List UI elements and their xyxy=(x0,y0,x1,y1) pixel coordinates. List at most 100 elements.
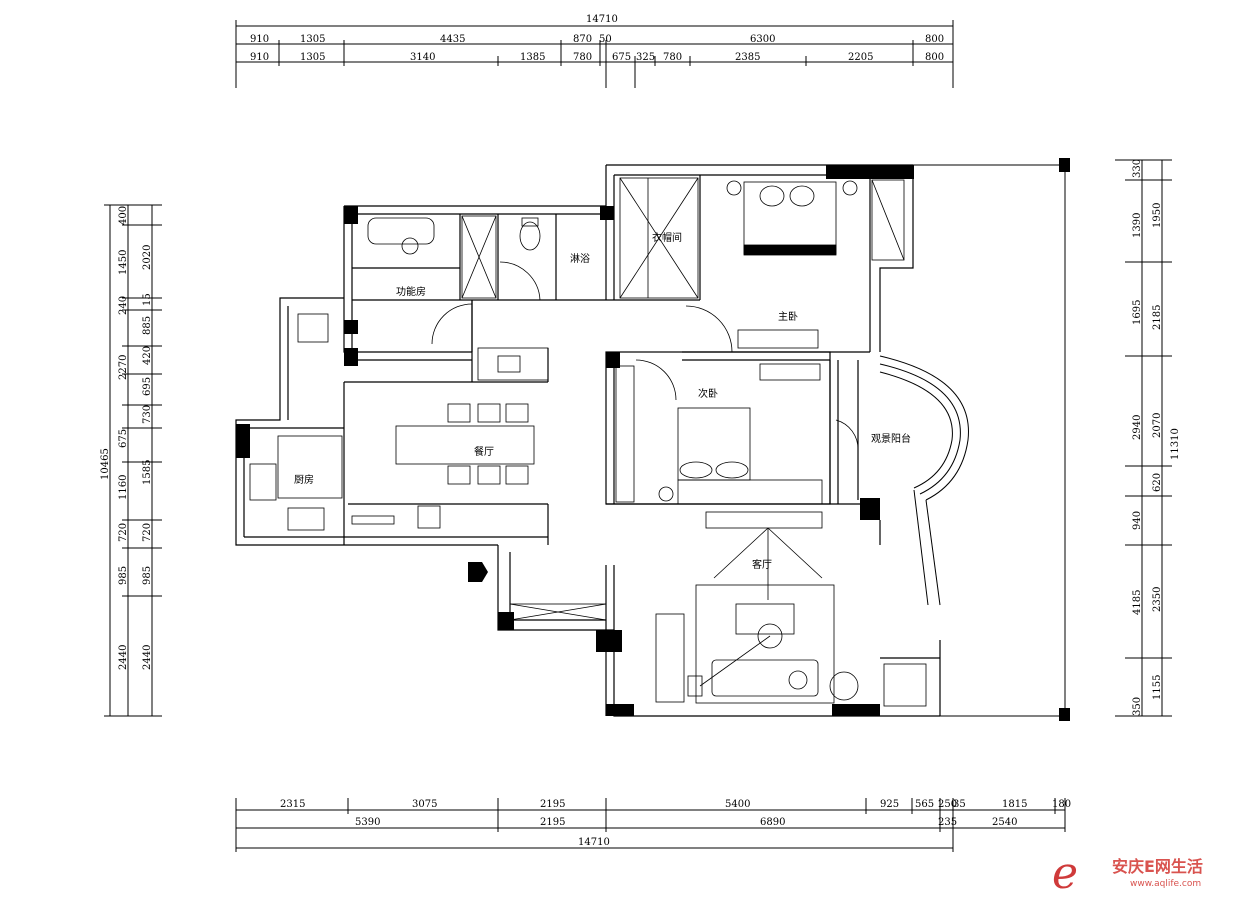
dim-label: 1950 xyxy=(1152,203,1163,228)
dim-label: 910 xyxy=(250,52,269,63)
dim-label: 1815 xyxy=(1002,799,1027,810)
dim-label: 2440 xyxy=(118,645,129,670)
dim-label: 5390 xyxy=(355,817,380,828)
dim-label: 15 xyxy=(142,293,153,306)
left-inner-labels: 2020 15 885 420 695 730 1585 720 985 244… xyxy=(142,245,153,670)
dim-label: 2070 xyxy=(1152,413,1163,438)
dim-label: 720 xyxy=(142,523,153,542)
dim-label: 1390 xyxy=(1132,213,1143,238)
dim-label: 2315 xyxy=(280,799,305,810)
dim-label: 2385 xyxy=(735,52,760,63)
site-boundary xyxy=(913,164,1066,717)
bottom-row2-labels: 5390 2195 6890 235 2540 xyxy=(355,817,1017,828)
dim-label: 2185 xyxy=(1152,305,1163,330)
dim-label: 985 xyxy=(118,566,129,585)
bottom-dimension-lines xyxy=(235,798,1066,852)
dim-label: 2440 xyxy=(142,645,153,670)
room-label-second-bedroom: 次卧 xyxy=(698,387,718,400)
dim-label: 2940 xyxy=(1132,415,1143,440)
dim-label: 695 xyxy=(142,377,153,396)
dim-label: 940 xyxy=(1132,511,1143,530)
top-total-dim: 14710 xyxy=(586,14,618,25)
dim-label: 2205 xyxy=(848,52,873,63)
watermark-url: www.aqlife.com xyxy=(1130,879,1201,889)
dim-label: 870 xyxy=(573,34,592,45)
room-label-function-room: 功能房 xyxy=(396,285,426,298)
dim-label: 885 xyxy=(142,316,153,335)
room-labels: 功能房 淋浴 衣帽间 主卧 次卧 餐厅 厨房 客厅 观景阳台 xyxy=(294,231,911,571)
right-outer-labels: 330 1390 1695 2940 940 4185 350 xyxy=(1132,159,1143,716)
dim-label: 925 xyxy=(880,799,899,810)
dim-label: 1155 xyxy=(1152,675,1163,700)
bottom-total-dim: 14710 xyxy=(578,837,610,848)
room-label-living: 客厅 xyxy=(752,558,772,571)
right-total-dim: 11310 xyxy=(1170,428,1181,460)
room-label-kitchen: 厨房 xyxy=(294,473,314,486)
top-row2-labels: 910 1305 3140 1385 780 675 325 780 2385 … xyxy=(250,52,944,63)
dim-label: 6890 xyxy=(760,817,785,828)
structural-columns xyxy=(236,165,914,716)
dim-label: 35 xyxy=(953,799,966,810)
room-label-balcony: 观景阳台 xyxy=(871,432,911,445)
dim-label: 910 xyxy=(250,34,269,45)
watermark-e-logo: e xyxy=(1052,848,1078,899)
column xyxy=(1059,158,1070,172)
dim-label: 50 xyxy=(599,34,612,45)
dim-label: 1160 xyxy=(118,475,129,500)
dim-label: 2020 xyxy=(142,245,153,270)
dim-label: 235 xyxy=(938,817,957,828)
room-label-dining: 餐厅 xyxy=(474,445,494,458)
dim-label: 800 xyxy=(925,34,944,45)
top-row1-labels: 910 1305 4435 870 50 6300 800 xyxy=(250,34,944,45)
dim-label: 250 xyxy=(938,799,957,810)
room-label-shower: 淋浴 xyxy=(570,252,590,265)
dim-label: 240 xyxy=(118,296,129,315)
dim-label: 1305 xyxy=(300,34,325,45)
dim-label: 985 xyxy=(142,566,153,585)
dim-label: 400 xyxy=(118,206,129,225)
column xyxy=(1059,708,1070,721)
dim-label: 2195 xyxy=(540,799,565,810)
dim-label: 1385 xyxy=(520,52,545,63)
dim-label: 1695 xyxy=(1132,300,1143,325)
left-outer-labels: 400 1450 240 2270 675 1160 720 985 2440 xyxy=(118,206,129,670)
dim-label: 5400 xyxy=(725,799,750,810)
dim-label: 6300 xyxy=(750,34,775,45)
dim-label: 3140 xyxy=(410,52,435,63)
dim-label: 2540 xyxy=(992,817,1017,828)
room-label-master-bedroom: 主卧 xyxy=(778,310,798,323)
entrance-marker xyxy=(468,562,488,582)
dim-label: 565 xyxy=(915,799,934,810)
dim-label: 675 xyxy=(612,52,631,63)
room-label-cloakroom: 衣帽间 xyxy=(652,231,682,244)
dim-label: 420 xyxy=(142,346,153,365)
right-dimension-lines xyxy=(1115,159,1172,717)
dim-label: 1450 xyxy=(118,250,129,275)
dim-label: 780 xyxy=(663,52,682,63)
dim-label: 720 xyxy=(118,523,129,542)
dim-label: 4185 xyxy=(1132,590,1143,615)
watermark-name: 安庆E网生活 xyxy=(1112,857,1203,876)
bottom-row1-labels: 2315 3075 2195 5400 925 565 250 35 1815 … xyxy=(280,799,1071,810)
viewing-balcony-curve xyxy=(879,355,969,606)
dim-label: 3075 xyxy=(412,799,437,810)
dim-label: 2270 xyxy=(118,355,129,380)
dim-label: 675 xyxy=(118,429,129,448)
left-dimension-lines xyxy=(104,204,162,717)
left-total-dim: 10465 xyxy=(100,448,111,480)
dim-label: 350 xyxy=(1132,697,1143,716)
dim-label: 180 xyxy=(1052,799,1071,810)
dim-label: 4435 xyxy=(440,34,465,45)
dim-label: 330 xyxy=(1132,159,1143,178)
dim-label: 780 xyxy=(573,52,592,63)
top-dimension-lines xyxy=(235,20,954,88)
dim-label: 325 xyxy=(636,52,655,63)
dim-label: 2350 xyxy=(1152,587,1163,612)
furniture xyxy=(249,177,927,707)
dim-label: 620 xyxy=(1152,473,1163,492)
dim-label: 800 xyxy=(925,52,944,63)
dim-label: 2195 xyxy=(540,817,565,828)
dim-label: 1585 xyxy=(142,460,153,485)
dim-label: 730 xyxy=(142,405,153,424)
